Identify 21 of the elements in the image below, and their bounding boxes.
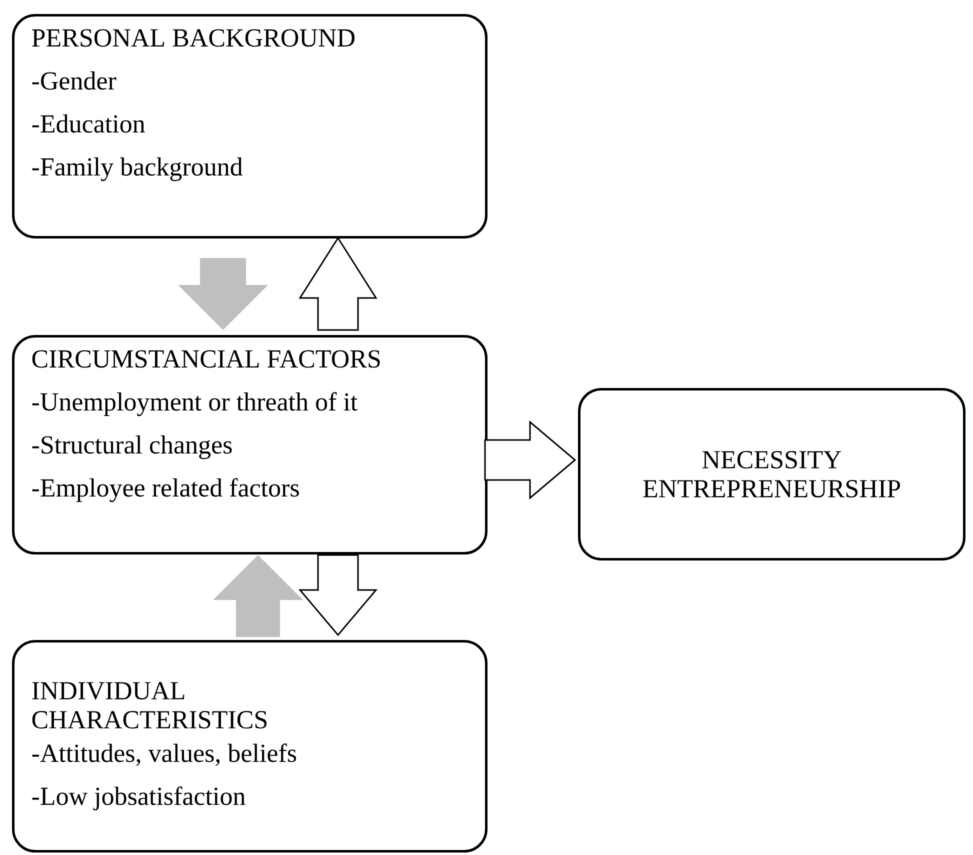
- heading: INDIVIDUAL CHARACTERISTICS: [32, 682, 267, 729]
- list-item: -Gender: [32, 71, 116, 90]
- list-item: -Low jobsatisfaction: [32, 786, 246, 810]
- list-item: -Attitudes, values, beliefs: [32, 744, 296, 766]
- block-arrow: [484, 420, 576, 500]
- heading: CIRCUMSTANCIAL FACTORS: [32, 350, 380, 368]
- list-item: -Structural changes: [32, 435, 232, 460]
- block-arrow: [213, 555, 303, 637]
- rounded-box: [12, 335, 488, 554]
- rounded-box: [12, 14, 488, 238]
- rounded-box: [578, 388, 966, 560]
- list-item: -Unemployment or threath of it: [32, 392, 358, 416]
- box-text: NECESSITY ENTREPRENEURSHIP: [643, 451, 900, 498]
- list-item: -Family background: [32, 157, 243, 182]
- block-arrow: [178, 258, 268, 330]
- list-item: -Education: [32, 114, 145, 133]
- block-arrow: [298, 236, 378, 331]
- list-item: -Employee related factors: [32, 478, 299, 502]
- heading: PERSONAL BACKGROUND: [32, 29, 354, 47]
- block-arrow: [298, 554, 378, 636]
- rounded-box: [12, 640, 488, 852]
